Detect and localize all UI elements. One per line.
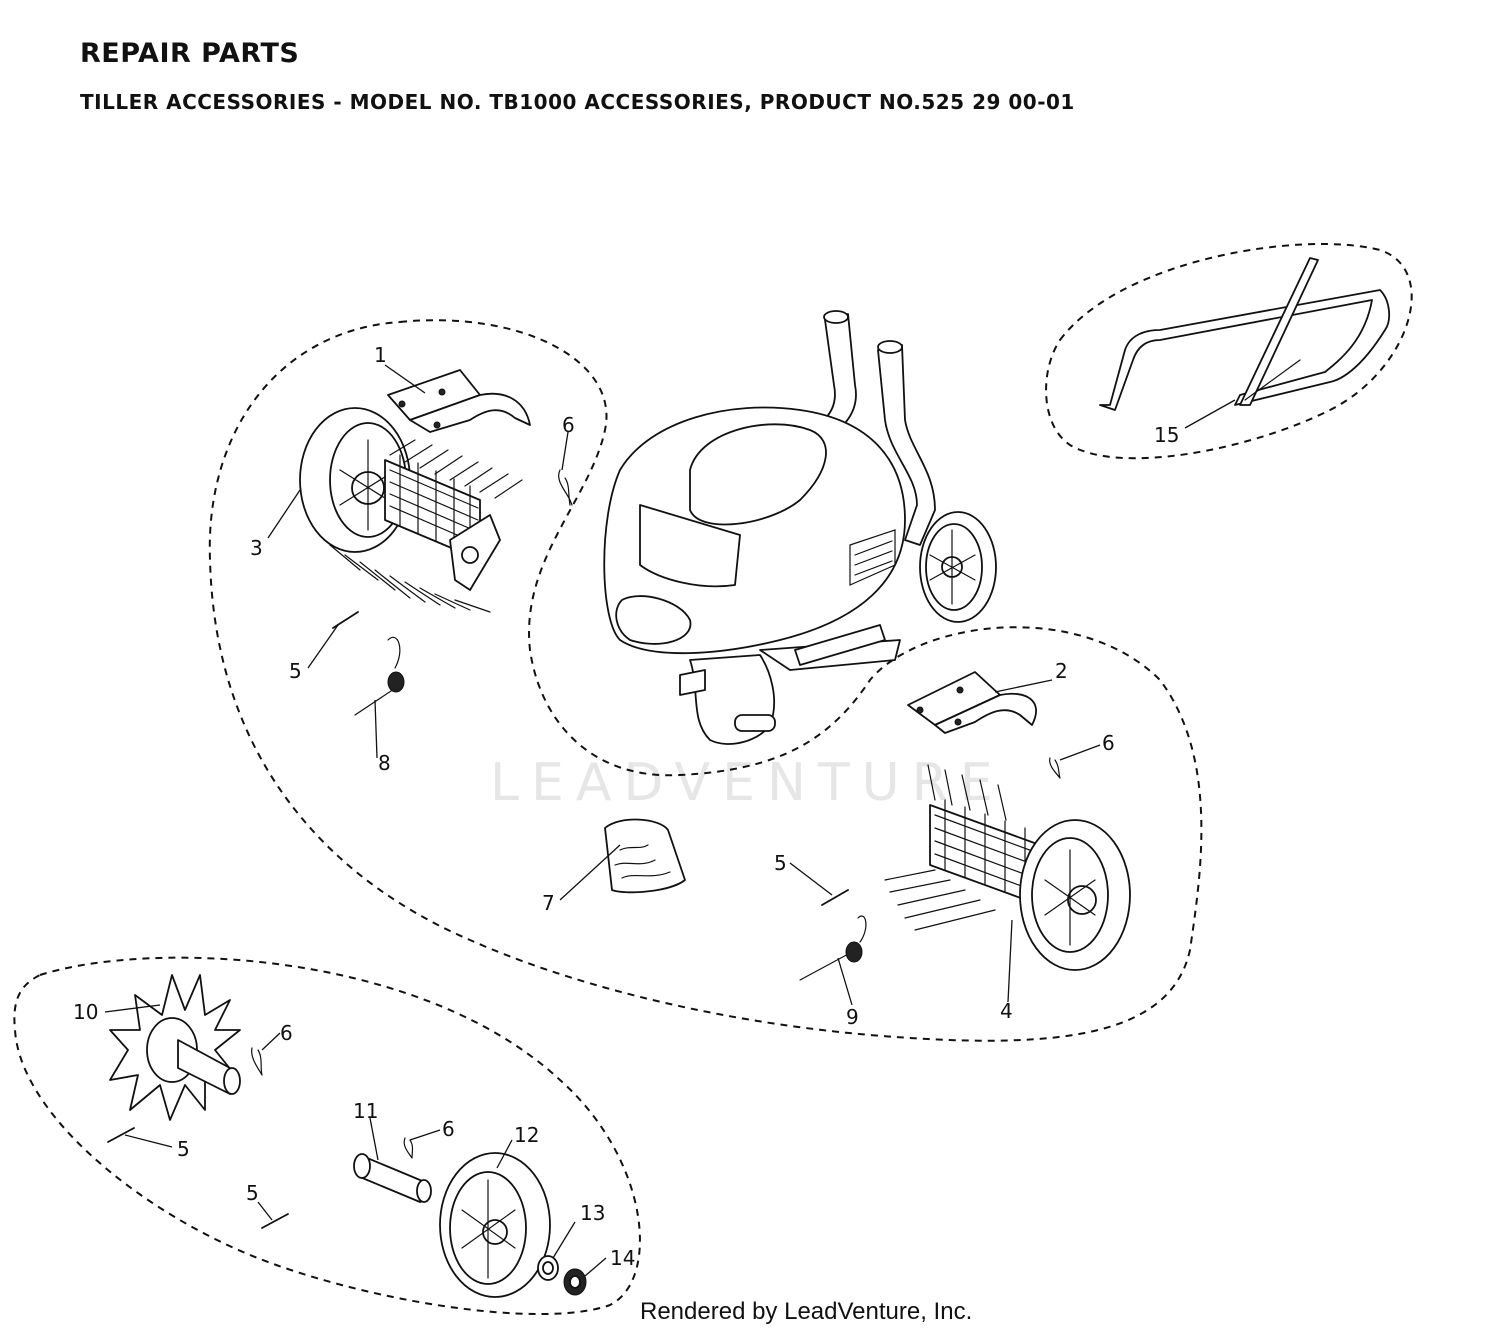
callout-5b: 5 (774, 851, 787, 875)
part-5-pin-d (261, 1213, 289, 1229)
callout-13: 13 (580, 1201, 605, 1225)
part-5-pin-b (821, 889, 849, 906)
part-7-hardware-bag (604, 818, 686, 894)
part-5-pin-a (332, 611, 359, 629)
page-title: REPAIR PARTS (80, 38, 300, 69)
callout-10: 10 (73, 1000, 98, 1024)
footer-credit: Rendered by LeadVenture, Inc. (640, 1298, 973, 1325)
callout-2: 2 (1055, 659, 1068, 683)
callout-15: 15 (1154, 423, 1179, 447)
part-3-dethatcher-left (299, 407, 523, 613)
callout-7: 7 (542, 891, 555, 915)
group-outline-dethatcher (208, 319, 1203, 1042)
page-subtitle: TILLER ACCESSORIES - MODEL NO. TB1000 AC… (80, 90, 1075, 114)
callout-6d: 6 (442, 1117, 455, 1141)
watermark: LEADVENTURE (490, 753, 1005, 813)
part-14-washer (563, 1268, 587, 1296)
part-12-wheel (439, 1152, 551, 1298)
part-5-pin-c (107, 1127, 135, 1143)
callout-5a: 5 (289, 659, 302, 683)
callout-12: 12 (514, 1123, 539, 1147)
part-6-clip-d (403, 1137, 414, 1159)
part-15-handle-kit (1099, 257, 1391, 411)
callout-1: 1 (374, 343, 387, 367)
callout-5c: 5 (177, 1137, 190, 1161)
part-10-star-tine (109, 974, 241, 1121)
callout-8: 8 (378, 751, 391, 775)
part-8-spring (354, 636, 405, 716)
callout-11: 11 (353, 1099, 378, 1123)
part-6-clip-b (1049, 757, 1061, 779)
part-6-clip-a (558, 469, 573, 506)
part-13-washer (537, 1255, 559, 1281)
part-1-shield (387, 369, 531, 433)
callout-9: 9 (846, 1005, 859, 1029)
leader-lines (104, 364, 1236, 1277)
callout-14: 14 (610, 1246, 635, 1270)
callout-4: 4 (1000, 999, 1013, 1023)
part-9-spring (799, 915, 867, 981)
callout-6a: 6 (562, 413, 575, 437)
part-11-axle (353, 1153, 432, 1203)
tiller-body (603, 310, 997, 745)
callout-6c: 6 (280, 1021, 293, 1045)
part-6-clip-c (251, 1047, 263, 1076)
callout-5d: 5 (246, 1181, 259, 1205)
part-2-shield (907, 671, 1037, 734)
part-4-dethatcher-right (884, 764, 1131, 971)
group-outline-wheel-kit (13, 956, 641, 1316)
callout-3: 3 (250, 536, 263, 560)
callout-6b: 6 (1102, 731, 1115, 755)
